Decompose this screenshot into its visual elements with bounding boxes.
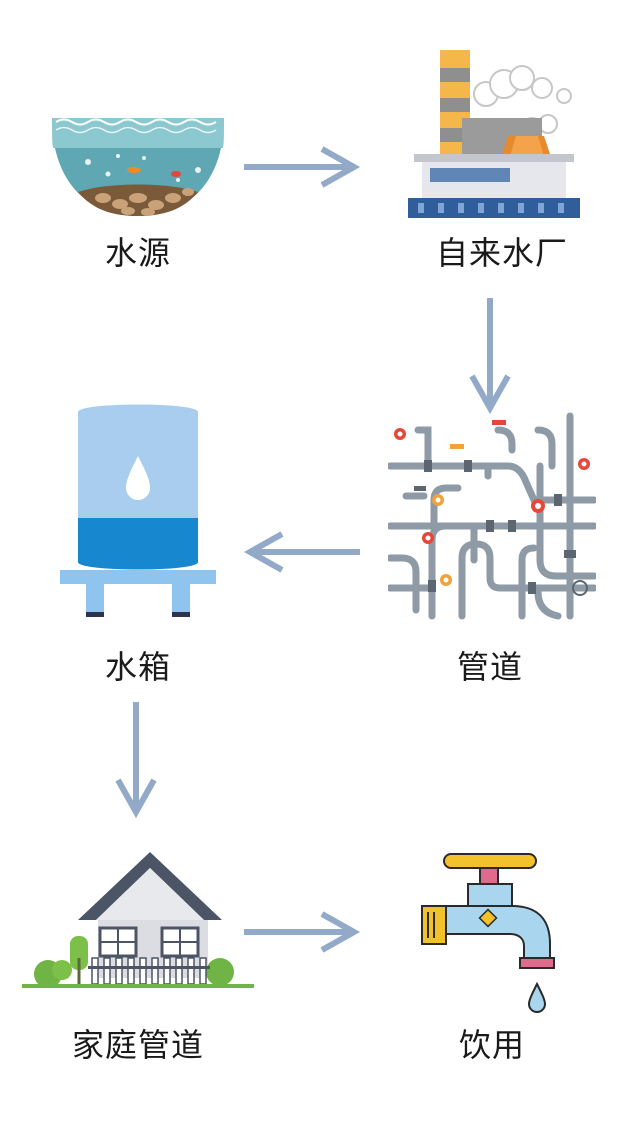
- water-source-icon: [52, 118, 224, 216]
- arrow-tank-to-home: [115, 702, 157, 819]
- node-label-pipes: 管道: [456, 648, 523, 686]
- factory-icon: [408, 50, 580, 218]
- pipes-icon: [388, 412, 596, 620]
- arrow-source-to-plant: [244, 146, 361, 188]
- node-label-water-plant: 自来水厂: [435, 234, 568, 272]
- arrow-pipes-to-tank: [243, 531, 360, 573]
- node-label-water-source: 水源: [104, 234, 171, 272]
- arrow-home-to-drinking: [244, 911, 361, 953]
- node-label-water-tank: 水箱: [104, 648, 171, 686]
- faucet-icon: [421, 853, 555, 1013]
- water-tank-icon: [60, 404, 216, 617]
- arrow-plant-to-pipes: [469, 298, 511, 415]
- node-label-drinking: 饮用: [458, 1026, 525, 1064]
- node-label-home-pipes: 家庭管道: [71, 1026, 204, 1064]
- house-icon: [22, 852, 254, 988]
